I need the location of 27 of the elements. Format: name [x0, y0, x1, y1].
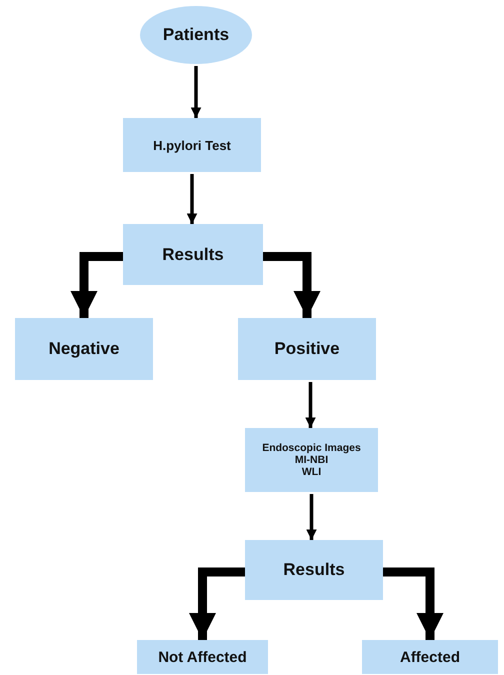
node-label: Negative [48, 339, 120, 359]
arrow [305, 382, 316, 428]
node-label: Not Affected [158, 648, 247, 666]
arrow [189, 568, 245, 640]
arrow [186, 174, 198, 224]
arrow [70, 252, 123, 318]
process-box [362, 640, 498, 674]
node-label: Results [162, 244, 224, 264]
node-label: Positive [274, 339, 340, 359]
process-box [245, 540, 383, 600]
process-box [123, 224, 263, 285]
node-label: Patients [162, 25, 230, 45]
node-label: Affected [400, 648, 460, 666]
arrow [190, 66, 202, 118]
arrow [306, 494, 317, 540]
arrow [263, 252, 320, 318]
process-box [137, 640, 268, 674]
process-box [123, 118, 261, 172]
node-label: Endoscopic Images [262, 442, 361, 454]
arrow [383, 568, 444, 640]
process-box [245, 428, 378, 492]
process-box [15, 318, 153, 380]
node-label: Results [283, 560, 345, 580]
node-label: WLI [302, 466, 322, 478]
node-label: H.pylori Test [153, 138, 231, 152]
node-label: MI-NBI [294, 454, 328, 466]
process-box [238, 318, 376, 380]
